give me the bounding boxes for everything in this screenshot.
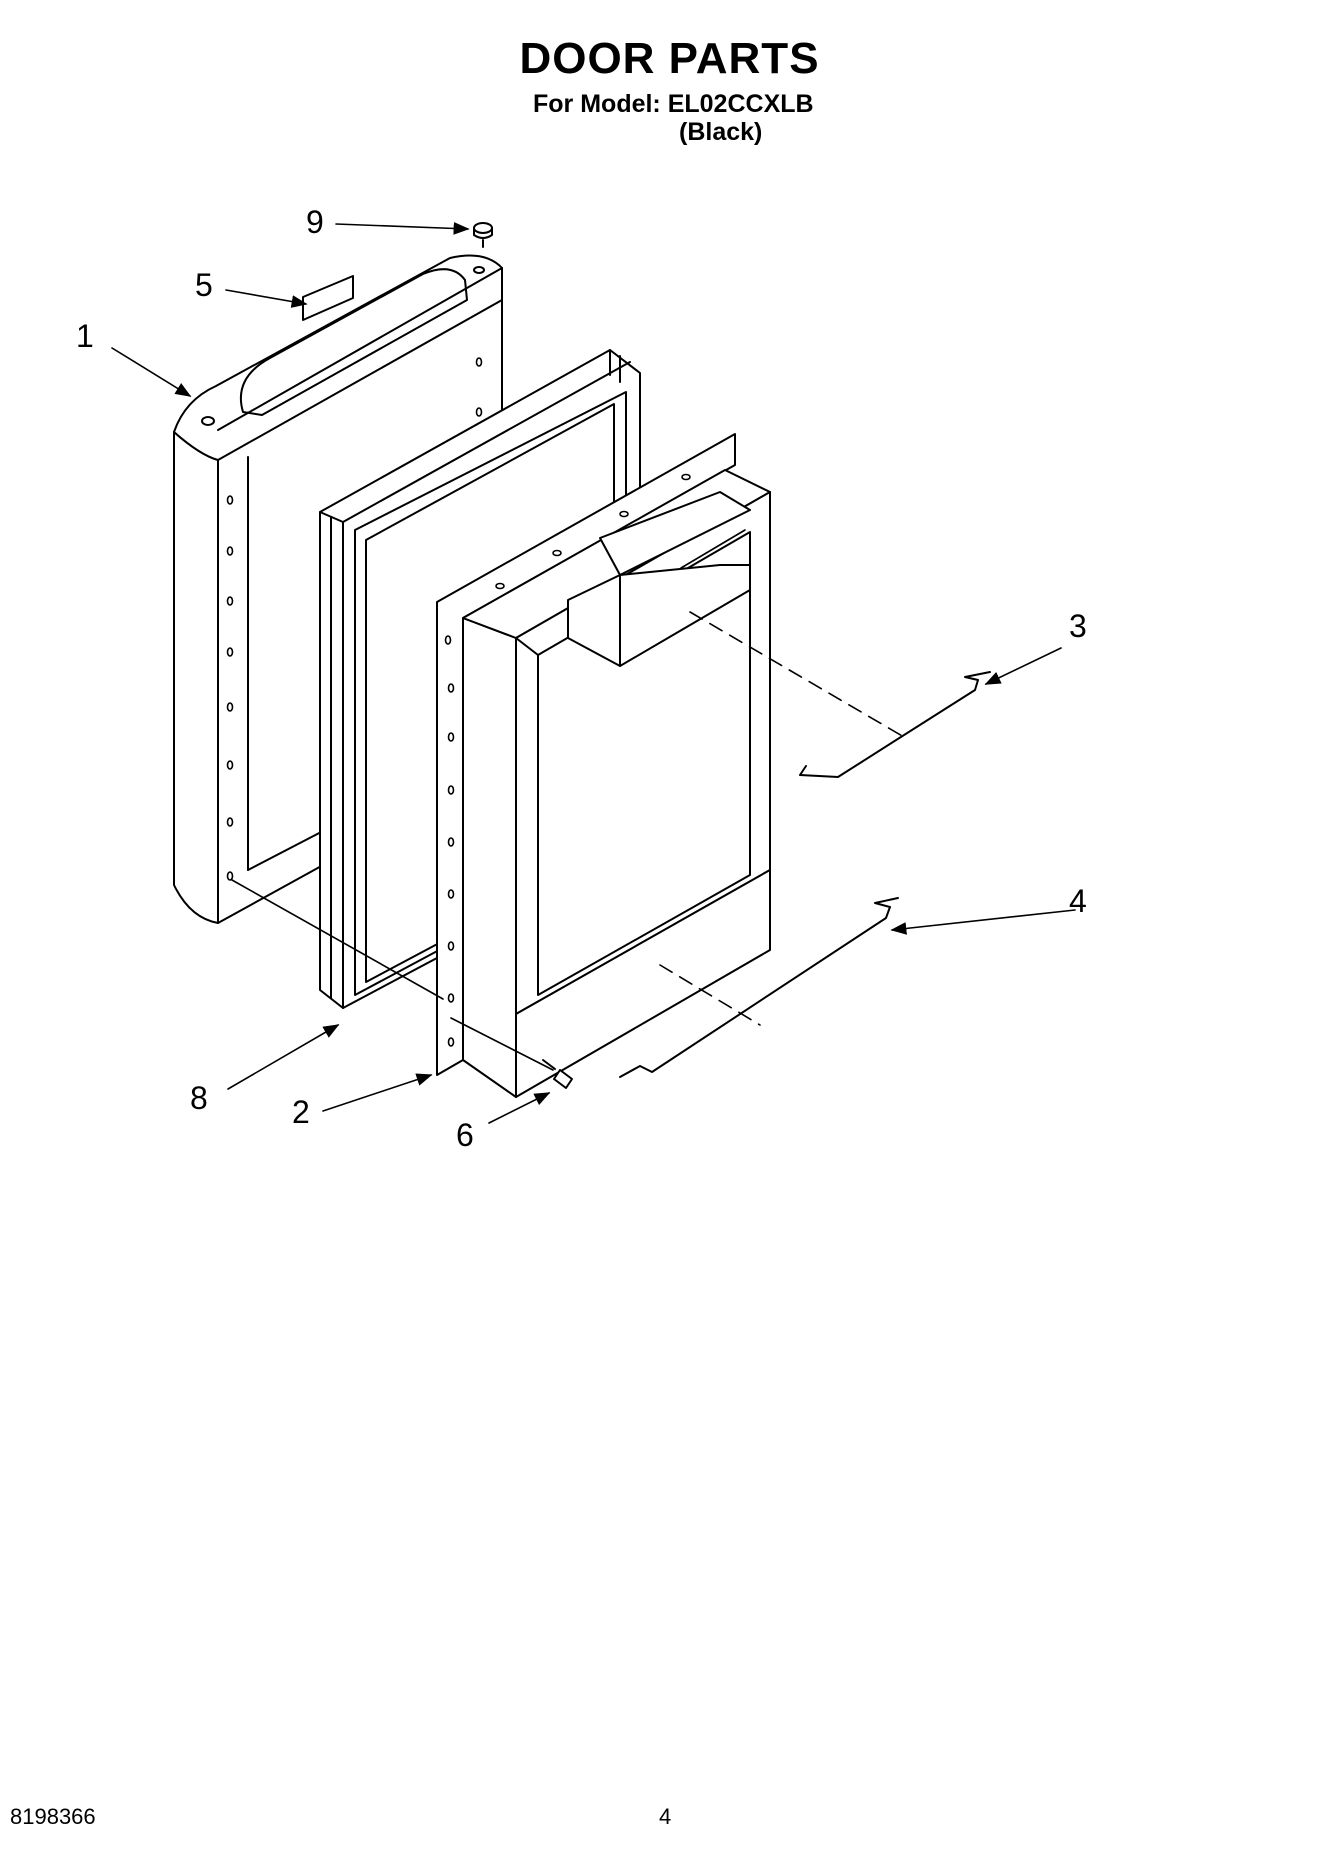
callout-8: 8	[190, 1080, 208, 1116]
shelf-bar-upper	[799, 671, 991, 778]
model-line: For Model: EL02CCXLB	[533, 90, 814, 118]
shelf-bar-lower	[619, 897, 899, 1078]
model-variant: (Black)	[679, 118, 763, 146]
callout-9: 9	[306, 204, 324, 240]
callout-3: 3	[1069, 608, 1087, 644]
door-liner	[436, 433, 771, 1098]
page-title: DOOR PARTS	[519, 34, 820, 83]
callout-5: 5	[195, 267, 213, 303]
document-number: 8198366	[10, 1804, 96, 1829]
callout-6: 6	[456, 1117, 474, 1153]
hinge-plug	[473, 222, 493, 248]
outer-door-panel	[173, 254, 503, 924]
door-screw	[542, 1059, 573, 1089]
page-number: 4	[659, 1804, 672, 1829]
callout-2: 2	[292, 1094, 310, 1130]
callout-1: 1	[76, 318, 94, 354]
callout-4: 4	[1069, 883, 1087, 919]
door-label	[302, 275, 354, 321]
